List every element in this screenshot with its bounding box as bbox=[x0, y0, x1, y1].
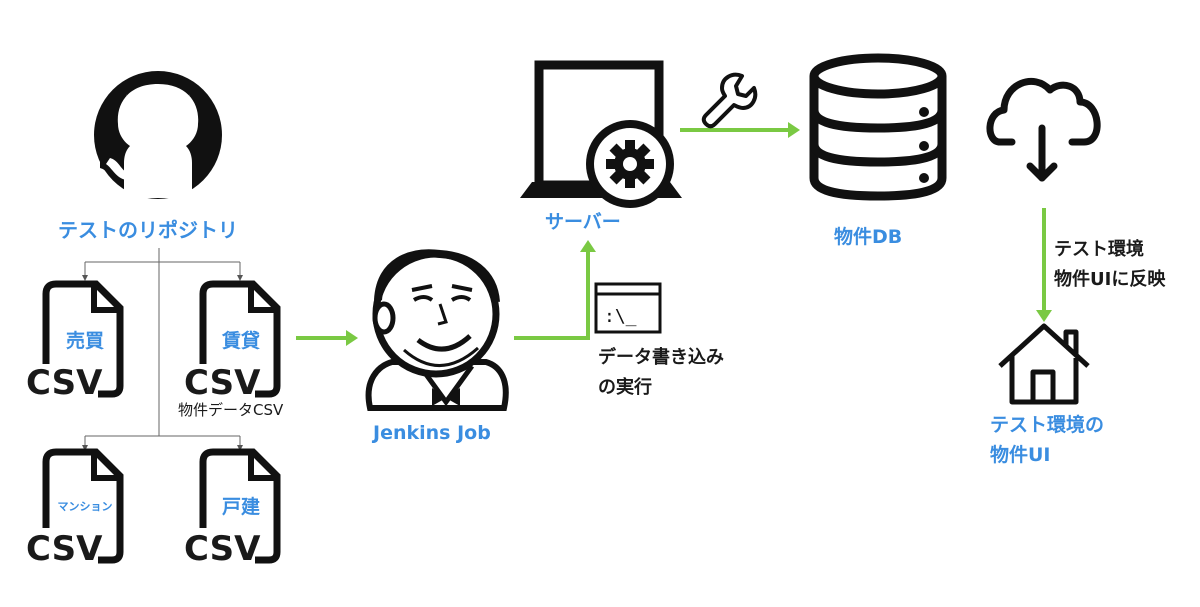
db-label: 物件DB bbox=[834, 226, 903, 248]
home-caption-line1: テスト環境の bbox=[990, 414, 1105, 436]
laptop-gear-icon bbox=[520, 60, 682, 208]
arrowhead bbox=[346, 330, 358, 346]
csv-label-kodate: 戸建 bbox=[221, 496, 260, 518]
database-icon bbox=[809, 53, 947, 201]
csv-badge: CSV bbox=[184, 529, 261, 569]
reflect-caption-line2: 物件UIに反映 bbox=[1054, 269, 1166, 290]
home-caption: テスト環境の 物件UI bbox=[990, 410, 1104, 470]
jenkins-label: Jenkins Job bbox=[373, 422, 491, 444]
csv-label-chintai: 賃貸 bbox=[221, 330, 260, 352]
csv-badge: CSV bbox=[26, 529, 103, 569]
csv-file-icon bbox=[42, 448, 124, 564]
csv-file-icon bbox=[42, 280, 124, 398]
flow-arrows bbox=[296, 128, 1046, 340]
repo-tree-lines bbox=[82, 248, 243, 451]
cloud-download-icon bbox=[986, 77, 1101, 182]
github-icon bbox=[94, 71, 222, 199]
arrowhead bbox=[788, 122, 800, 138]
home-caption-line2: 物件UI bbox=[990, 444, 1051, 466]
csv-badge: CSV bbox=[26, 363, 103, 403]
terminal-caption: データ書き込み の実行 bbox=[598, 343, 724, 403]
house-icon bbox=[998, 323, 1090, 405]
csv-file-icon bbox=[199, 280, 281, 398]
csv-group-caption: 物件データCSV bbox=[178, 401, 284, 419]
arrowhead bbox=[580, 240, 596, 252]
reflect-caption-line1: テスト環境 bbox=[1054, 239, 1144, 260]
reflect-caption: テスト環境 物件UIに反映 bbox=[1054, 235, 1165, 295]
db-indicator bbox=[919, 107, 929, 117]
db-indicator bbox=[919, 173, 929, 183]
terminal-prompt: :\_ bbox=[604, 306, 637, 327]
csv-label-baibai: 売買 bbox=[65, 330, 104, 352]
arrow-jenkins-to-server bbox=[514, 248, 590, 340]
csv-file-icon bbox=[199, 448, 281, 564]
db-indicator bbox=[919, 141, 929, 151]
arrowhead bbox=[1036, 310, 1052, 322]
server-label: サーバー bbox=[545, 211, 621, 233]
terminal-icon bbox=[594, 282, 662, 334]
csv-badge: CSV bbox=[184, 363, 261, 403]
terminal-caption-line1: データ書き込み bbox=[598, 347, 724, 368]
terminal-caption-line2: の実行 bbox=[598, 377, 652, 398]
csv-label-mansion: マンション bbox=[57, 500, 113, 513]
jenkins-icon bbox=[365, 249, 509, 411]
wrench-icon bbox=[701, 72, 758, 129]
repo-label: テストのリポジトリ bbox=[58, 218, 238, 242]
